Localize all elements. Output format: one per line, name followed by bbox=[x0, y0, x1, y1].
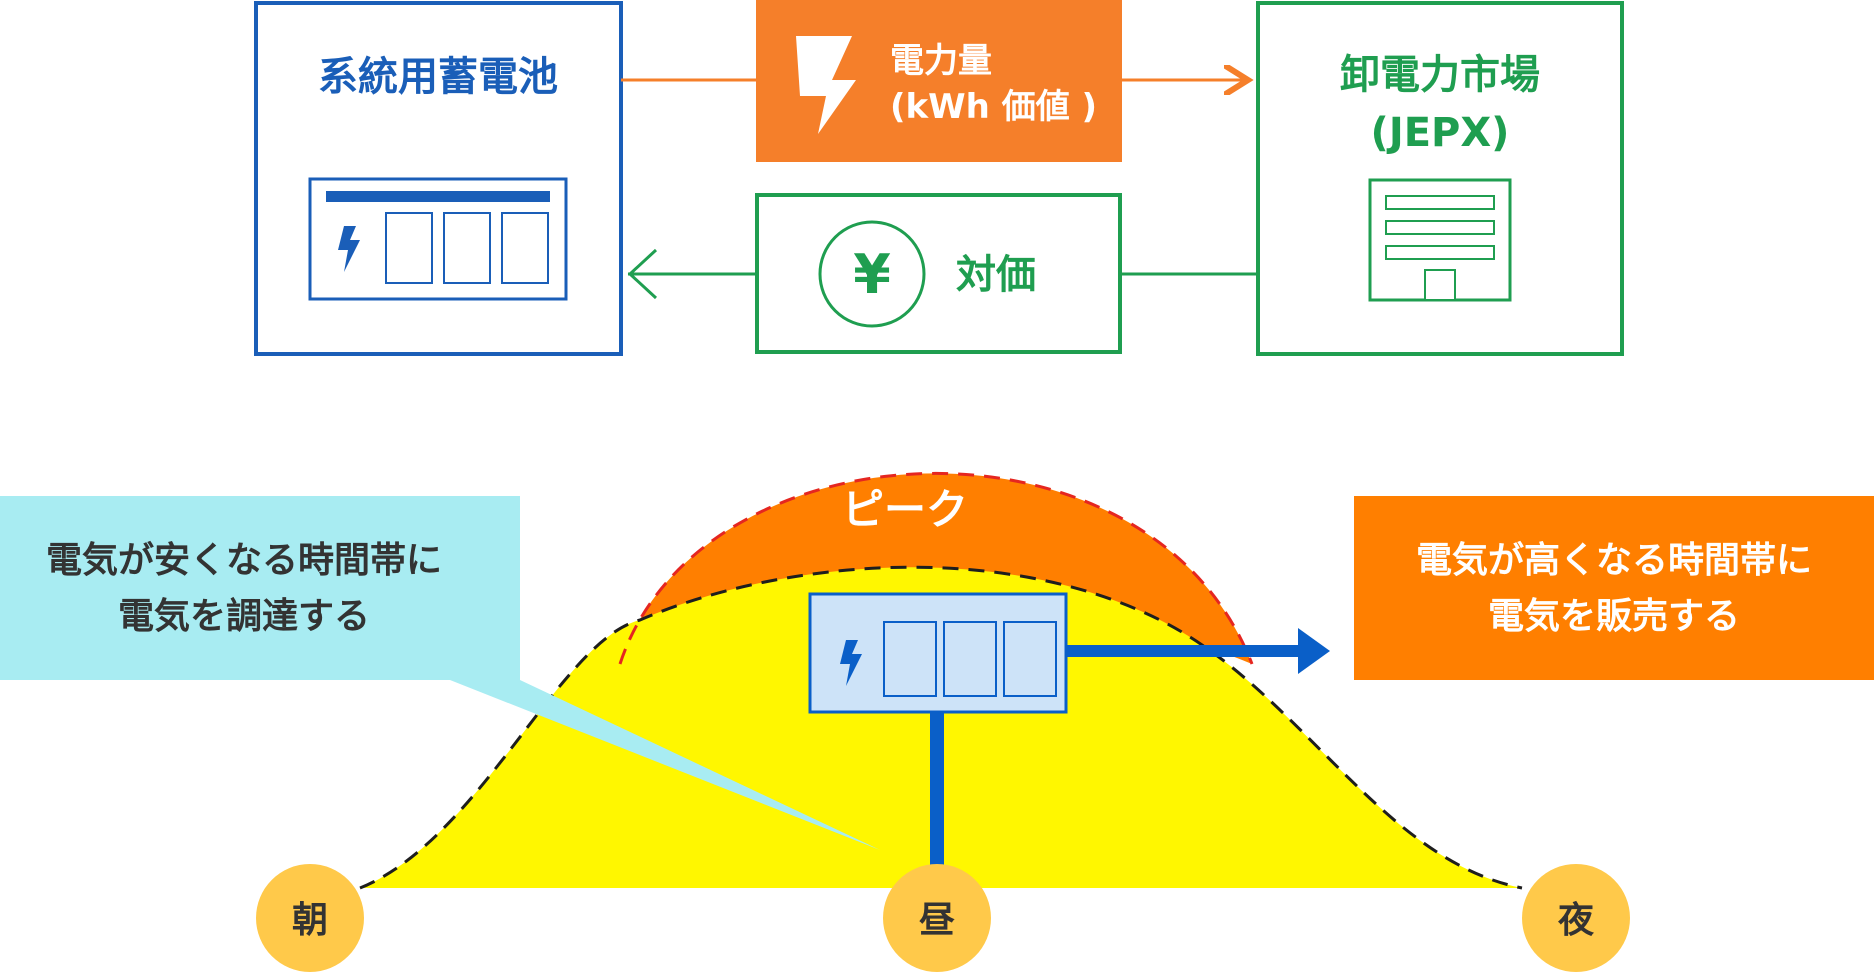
building-icon bbox=[1368, 178, 1512, 302]
buy-callout-box bbox=[0, 496, 520, 680]
battery-label: 系統用蓄電池 bbox=[318, 54, 558, 100]
grid-battery-icon bbox=[808, 592, 1068, 714]
energy-label-line1: 電力量 bbox=[890, 41, 992, 81]
sell-callout-box bbox=[1354, 496, 1874, 680]
buy-callout-tail bbox=[450, 680, 880, 850]
buy-callout-line2: 電気を調達する bbox=[118, 596, 370, 637]
battery-pole bbox=[930, 710, 944, 900]
sell-callout-line1: 電気が高くなる時間帯に bbox=[1416, 540, 1812, 581]
battery-icon bbox=[308, 177, 568, 301]
battery-to-market-line bbox=[1066, 645, 1302, 657]
sell-arrow-head bbox=[1298, 628, 1330, 674]
payment-label: 対価 bbox=[956, 252, 1036, 298]
peak-label: ピーク bbox=[842, 485, 968, 534]
energy-label-line2: (kWh 価値 ) bbox=[890, 87, 1097, 127]
market-label-line2: (JEPX) bbox=[1371, 110, 1510, 156]
noon-marker bbox=[883, 864, 991, 972]
bolt-icon bbox=[796, 36, 856, 134]
morning-label: 朝 bbox=[292, 900, 328, 941]
payment-arrow-head bbox=[627, 248, 658, 300]
night-marker bbox=[1522, 864, 1630, 972]
market-label-line1: 卸電力市場 bbox=[1340, 52, 1540, 98]
yen-symbol: ¥ bbox=[853, 243, 891, 306]
yen-icon bbox=[818, 220, 926, 328]
buy-callout-line1: 電気が安くなる時間帯に bbox=[46, 540, 442, 581]
night-label: 夜 bbox=[1557, 900, 1595, 941]
noon-label: 昼 bbox=[919, 900, 955, 941]
sell-callout-line2: 電気を販売する bbox=[1488, 596, 1740, 637]
payment-box bbox=[755, 193, 1122, 354]
peak-curve bbox=[618, 472, 1254, 665]
morning-marker bbox=[256, 864, 364, 972]
